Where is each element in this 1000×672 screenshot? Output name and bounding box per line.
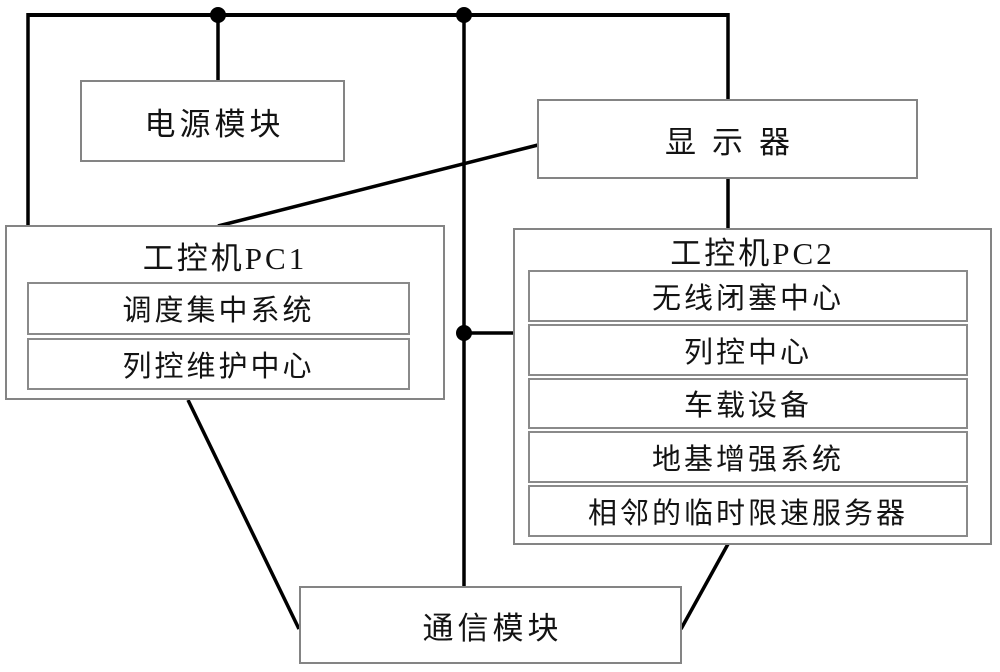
node-display: 显示器 [537, 99, 918, 179]
node-pc1-subsystems: 调度集中系统 列控维护中心 [27, 282, 410, 390]
junction-dot [456, 7, 472, 23]
node-pc2: 工控机PC2 无线闭塞中心 列控中心 车载设备 地基增强系统 相邻的临时限速服务… [513, 228, 992, 545]
node-comm-module: 通信模块 [299, 586, 682, 664]
node-display-label: 显示器 [665, 124, 806, 160]
node-pc2-title: 工控机PC2 [670, 235, 835, 271]
node-pc2-subsystems: 无线闭塞中心 列控中心 车载设备 地基增强系统 相邻的临时限速服务器 [528, 270, 968, 537]
node-pc1: 工控机PC1 调度集中系统 列控维护中心 [5, 225, 445, 400]
node-pc2-subsystem: 无线闭塞中心 [528, 270, 968, 322]
node-comm-module-label: 通信模块 [422, 610, 563, 646]
wire-pc2-to-comm-diagonal [679, 543, 730, 630]
wire-pc1-to-comm-diagonal [186, 399, 301, 630]
node-pc2-subsystem: 相邻的临时限速服务器 [528, 485, 968, 537]
junction-dot [210, 7, 226, 23]
node-pc2-subsystem: 地基增强系统 [528, 431, 968, 484]
node-pc1-title: 工控机PC1 [142, 240, 308, 276]
node-power-module: 电源模块 [80, 80, 345, 162]
junction-dot [456, 325, 472, 341]
node-pc2-subsystem: 车载设备 [528, 377, 968, 430]
node-pc2-subsystem: 列控中心 [528, 323, 968, 376]
node-pc1-subsystem: 列控维护中心 [27, 337, 410, 390]
node-pc1-subsystem: 调度集中系统 [27, 282, 410, 335]
node-power-module-label: 电源模块 [144, 106, 285, 142]
